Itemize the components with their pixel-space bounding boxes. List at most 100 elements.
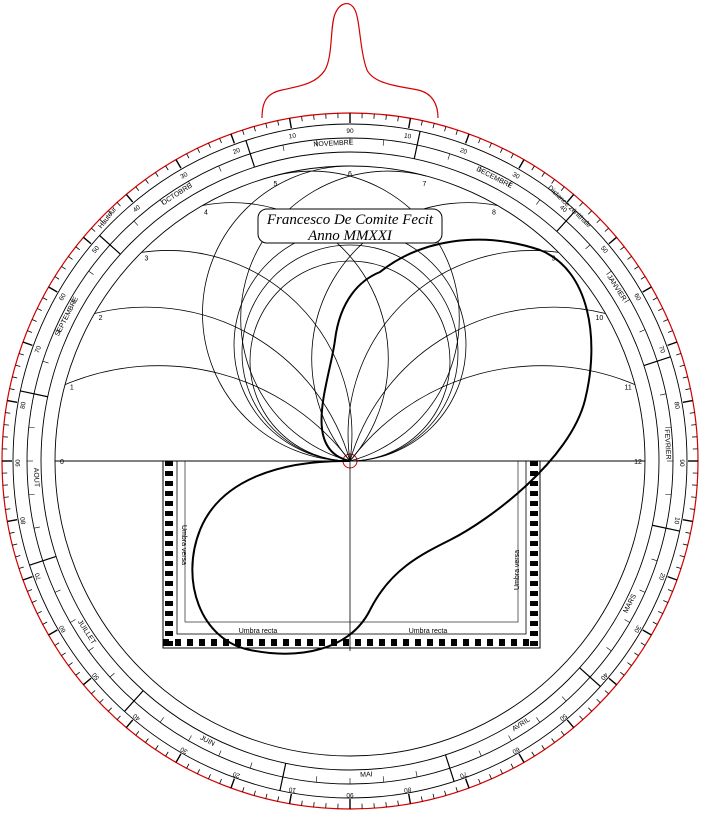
degree-tick	[658, 308, 662, 310]
degree-tick	[136, 187, 139, 191]
hatch-mark	[271, 639, 277, 646]
degree-tick	[605, 228, 609, 231]
degree-tick	[627, 256, 631, 259]
day-tick	[665, 494, 671, 495]
degree-tick	[668, 331, 673, 333]
degree-tick	[314, 802, 315, 807]
umbra-versa-right-label: Umbra versa	[514, 550, 521, 590]
degree-label: 90	[346, 791, 354, 798]
degree-tick	[641, 643, 645, 646]
degree-tick	[5, 509, 10, 510]
hatch-mark	[165, 581, 173, 586]
degree-tick	[37, 611, 41, 613]
degree-tick	[386, 115, 387, 120]
degree-tick	[690, 509, 695, 510]
degree-tick	[83, 237, 91, 243]
degree-tick	[552, 738, 555, 742]
month-label: FEVRIER	[663, 429, 672, 460]
degree-tick	[7, 401, 17, 403]
hatch-mark	[165, 491, 173, 496]
degree-tick	[145, 738, 148, 742]
degree-tick	[478, 138, 480, 143]
hatch-mark	[530, 531, 538, 536]
degree-tick	[580, 202, 583, 206]
hatch-mark	[165, 521, 173, 526]
hatch-mark	[530, 631, 538, 636]
degree-tick	[220, 779, 222, 784]
day-tick	[160, 717, 164, 722]
degree-tick	[19, 567, 24, 569]
month-separator	[246, 140, 255, 167]
degree-tick	[445, 791, 446, 796]
hatch-mark	[530, 521, 538, 526]
degree-tick	[166, 166, 169, 170]
degree-tick	[254, 791, 255, 796]
hour-line	[95, 307, 351, 461]
month-separator	[580, 668, 601, 687]
hour-label: 1	[70, 385, 74, 392]
hatch-mark	[511, 639, 517, 646]
degree-tick	[532, 166, 535, 170]
degree-tick	[433, 123, 434, 128]
degree-tick	[266, 794, 267, 799]
degree-tick	[23, 577, 32, 580]
hatch-mark	[165, 461, 173, 466]
day-tick	[29, 494, 35, 495]
month-separator	[125, 691, 144, 712]
degree-tick	[278, 121, 279, 126]
hatch-mark	[530, 551, 538, 556]
degree-tick	[561, 731, 564, 735]
signature-cartouche: Francesco De Comite Fecit Anno MMXXI	[258, 209, 442, 244]
degree-tick	[117, 202, 120, 206]
hour-label: 8	[492, 210, 496, 217]
degree-tick	[254, 126, 255, 131]
degree-label: 20	[232, 147, 242, 156]
degree-tick	[187, 154, 189, 158]
hatch-mark	[165, 611, 173, 616]
hatch-mark	[530, 461, 538, 466]
hatch-mark	[165, 601, 173, 606]
hour-label: 2	[99, 315, 103, 322]
degree-tick	[643, 287, 652, 292]
degree-label: 40	[132, 204, 142, 214]
square-inner-2	[185, 461, 518, 622]
degree-tick	[620, 672, 624, 675]
degree-label: 90	[346, 128, 354, 135]
hatch-mark	[367, 639, 373, 646]
degree-tick	[4, 425, 9, 426]
degree-tick	[43, 298, 47, 300]
degree-tick	[691, 497, 696, 498]
degree-tick	[220, 138, 222, 143]
hatch-mark	[165, 621, 173, 626]
hatch-mark	[165, 511, 173, 516]
degree-tick	[242, 130, 244, 135]
day-tick	[640, 330, 645, 332]
hatch-mark	[530, 491, 538, 496]
degree-tick	[683, 401, 693, 403]
degree-tick	[176, 160, 181, 169]
day-tick	[651, 559, 657, 561]
day-tick	[509, 736, 512, 741]
month-label: MAI	[360, 771, 373, 779]
noon-circle	[250, 261, 450, 461]
degree-tick	[302, 116, 303, 121]
day-tick	[89, 647, 94, 651]
degree-tick	[605, 691, 609, 694]
day-tick	[536, 717, 540, 722]
degree-tick	[668, 577, 677, 580]
degree-tick	[663, 319, 668, 321]
degree-tick	[676, 353, 681, 355]
degree-tick	[242, 787, 244, 792]
degree-tick	[409, 118, 411, 128]
degree-label: 20	[232, 770, 242, 779]
suspension-tab-outline	[262, 4, 438, 118]
degree-tick	[680, 556, 685, 557]
degree-tick	[658, 611, 662, 613]
degree-tick	[37, 308, 41, 310]
degree-label: 60	[58, 292, 68, 302]
degree-tick	[653, 622, 657, 624]
degree-tick	[500, 148, 502, 152]
hatch-mark	[530, 611, 538, 616]
hatch-mark	[307, 639, 313, 646]
hatch-mark	[530, 501, 538, 506]
